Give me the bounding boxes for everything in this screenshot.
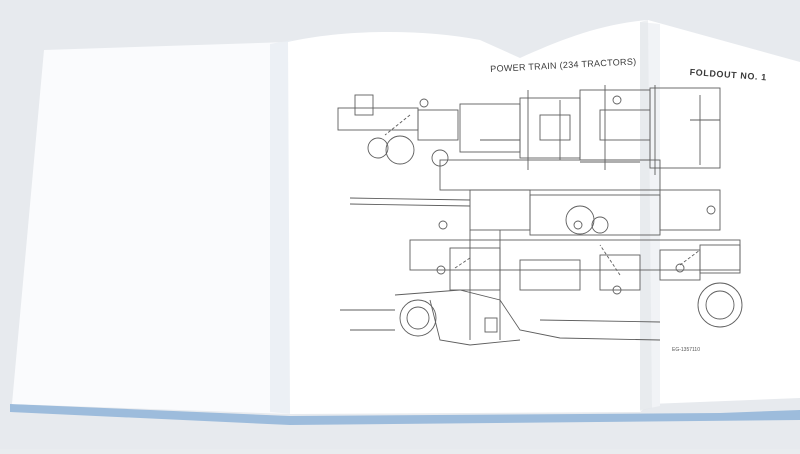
power-train-diagram — [337, 85, 743, 346]
book-cover-edge — [10, 404, 800, 425]
left-page — [12, 42, 290, 414]
right-page — [288, 20, 800, 414]
figure-reference: EG-1357110 — [672, 347, 700, 353]
